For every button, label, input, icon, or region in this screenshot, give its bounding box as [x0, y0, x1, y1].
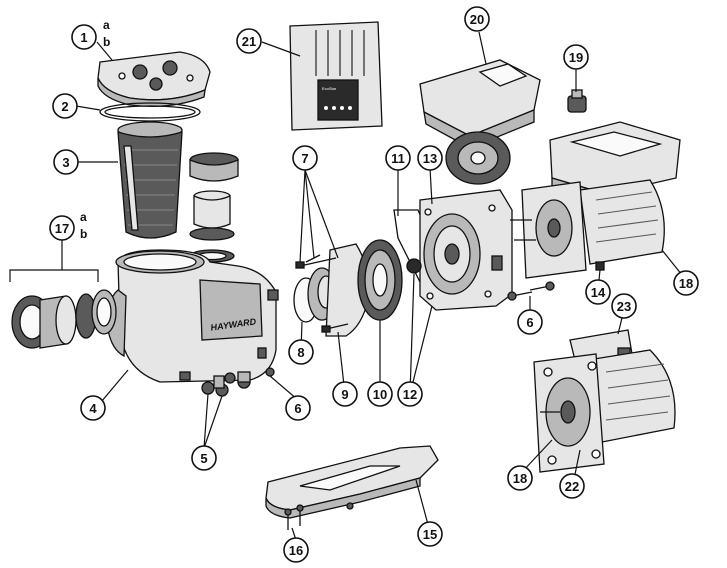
- callout-17-sub-b: b: [80, 227, 87, 241]
- callout-22-number: 22: [565, 479, 579, 494]
- callout-4: 4: [80, 395, 106, 421]
- mounting-bolts: [507, 281, 555, 301]
- callout-8: 8: [288, 339, 314, 365]
- drive-fan: [445, 131, 511, 185]
- callout-1-number: 1: [80, 30, 87, 45]
- callout-16-number: 16: [289, 543, 303, 558]
- callout-23: 23: [611, 293, 637, 319]
- callout-12-number: 12: [403, 387, 417, 402]
- callout-11: 11: [385, 145, 411, 171]
- callout-18-upper: 18: [673, 270, 699, 296]
- callout-22: 22: [559, 473, 585, 499]
- callout-18-lower: 18: [507, 465, 533, 491]
- callout-14-number: 14: [591, 285, 606, 300]
- callout-18-lower-number: 18: [513, 471, 527, 486]
- lid-o-ring: [99, 102, 201, 122]
- callout-1-sub-b: b: [103, 35, 110, 49]
- callout-12: 12: [397, 381, 423, 407]
- callout-3: 3: [53, 149, 79, 175]
- diffuser: [357, 239, 403, 321]
- strainer-cover: [97, 51, 211, 107]
- callout-2: 2: [52, 93, 78, 119]
- callout-15-number: 15: [423, 527, 437, 542]
- callout-20-number: 20: [470, 12, 484, 27]
- callout-15: 15: [417, 521, 443, 547]
- callout-19-number: 19: [569, 50, 583, 65]
- callout-17-number: 17: [55, 221, 69, 236]
- callout-20: 20: [464, 6, 490, 32]
- callout-6-right-number: 6: [526, 315, 533, 330]
- callout-4-number: 4: [89, 401, 97, 416]
- callout-7-number: 7: [301, 151, 308, 166]
- callout-5-number: 5: [200, 451, 207, 466]
- callout-21-number: 21: [242, 34, 256, 49]
- motor-adapter: [393, 189, 513, 311]
- callout-8-number: 8: [297, 345, 304, 360]
- callout-2-number: 2: [61, 99, 68, 114]
- callout-13: 13: [417, 145, 443, 171]
- callout-6-right: 6: [517, 309, 543, 335]
- seal-plate: [293, 243, 370, 337]
- union-fittings-top: [189, 152, 239, 263]
- callout-6-left-number: 6: [294, 401, 301, 416]
- callout-17-sub-a: a: [80, 210, 87, 224]
- callout-13-number: 13: [423, 151, 437, 166]
- motor-lower: [533, 329, 676, 473]
- callout-6-left: 6: [285, 395, 311, 421]
- callout-1-sub-a: a: [103, 18, 110, 32]
- callout-11-number: 11: [391, 151, 405, 166]
- callout-14: 14: [585, 279, 611, 305]
- callout-17: 17 a b: [49, 210, 87, 241]
- controller-label: EcoStar: [322, 86, 337, 91]
- union-assembly: [9, 269, 117, 349]
- pump-base: [265, 445, 439, 519]
- callout-9-number: 9: [341, 387, 348, 402]
- callout-18-upper-number: 18: [679, 276, 693, 291]
- cord-grip: [567, 89, 587, 113]
- callout-21: 21: [236, 28, 262, 54]
- base-screws: [284, 504, 304, 530]
- callout-19: 19: [563, 44, 589, 70]
- motor-upper: [510, 121, 681, 279]
- callout-1: 1 a b: [71, 18, 110, 50]
- callout-5: 5: [191, 445, 217, 471]
- callout-16: 16: [283, 537, 309, 563]
- callout-23-number: 23: [617, 299, 631, 314]
- callout-9: 9: [332, 381, 358, 407]
- drive-cover: EcoStar: [289, 21, 383, 131]
- strainer-basket: [117, 121, 183, 239]
- callout-10: 10: [367, 381, 393, 407]
- callout-7: 7: [292, 145, 318, 171]
- pump-housing: HAYWARD: [107, 249, 279, 384]
- callout-10-number: 10: [373, 387, 387, 402]
- callout-3-number: 3: [62, 155, 69, 170]
- variable-speed-drive: [419, 59, 541, 185]
